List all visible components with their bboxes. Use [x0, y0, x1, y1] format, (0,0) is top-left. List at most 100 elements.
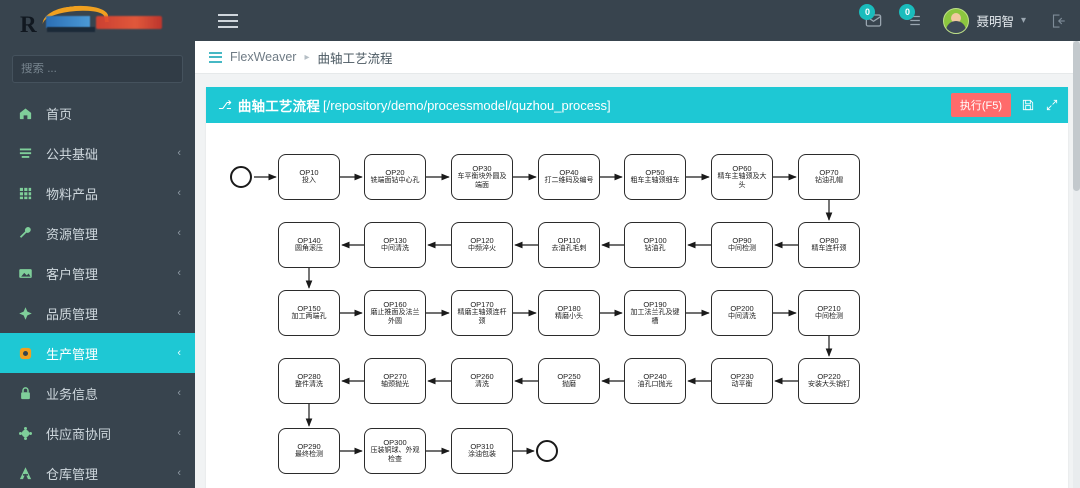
- chevron-left-icon: ‹: [177, 147, 181, 159]
- flow-node-label: 投入: [302, 177, 316, 185]
- sidebar-item-2[interactable]: 物料产品 ‹: [0, 173, 195, 213]
- panel-path: [/repository/demo/processmodel/quzhou_pr…: [323, 97, 611, 113]
- flow-node-id: OP100: [643, 236, 667, 246]
- chevron-left-icon: ‹: [177, 387, 181, 399]
- burger-bar: [209, 51, 222, 54]
- flow-node-label: 圆角滚压: [295, 245, 323, 253]
- flow-connectors: [254, 173, 833, 455]
- sidebar-toggle-button[interactable]: [205, 0, 251, 41]
- sidebar-item-7[interactable]: 业务信息 ‹: [0, 373, 195, 413]
- flow-node-label: 动平衡: [731, 381, 753, 389]
- sidebar-item-label: 业务信息: [46, 386, 99, 402]
- flow-node-label: 打二维码及编号: [544, 177, 594, 185]
- sidebar-item-0[interactable]: 首页: [0, 93, 195, 133]
- execute-button[interactable]: 执行(F5): [950, 93, 1011, 117]
- logout-button[interactable]: [1036, 0, 1080, 41]
- flow-node-id: OP200: [730, 304, 754, 314]
- sidebar-item-9[interactable]: 仓库管理‹: [0, 453, 195, 488]
- flow-node-id: OP20: [385, 168, 405, 178]
- expand-glyph: [1046, 99, 1058, 111]
- messages-badge: 0: [859, 4, 876, 20]
- flow-node-id: OP30: [472, 163, 492, 173]
- gear-icon: [18, 426, 42, 441]
- chevron-left-icon: ‹: [177, 187, 181, 199]
- messages-button[interactable]: 0: [853, 0, 893, 41]
- grid-icon: [18, 186, 42, 201]
- flow-node-id: OP40: [559, 168, 579, 178]
- sidebar-item-3[interactable]: 资源管理‹: [0, 213, 195, 253]
- sidebar-item-6[interactable]: 生产管理‹: [0, 333, 195, 373]
- sidebar-item-label: 物料产品: [46, 186, 99, 202]
- flow-start-node[interactable]: [230, 166, 252, 188]
- logo-image: R: [14, 1, 174, 38]
- vertical-scrollbar[interactable]: [1073, 41, 1080, 488]
- flow-node-label: 铣端面钻中心孔: [370, 177, 420, 185]
- flow-node-id: OP270: [383, 372, 407, 382]
- flow-node-label: 去油孔毛刺: [551, 245, 587, 253]
- flow-node-label: 精车连杆颈: [811, 245, 847, 253]
- expand-icon[interactable]: [1045, 98, 1059, 112]
- flow-node-id: OP250: [557, 372, 581, 382]
- flow-node-label: 精磨主轴颈连杆颈: [457, 309, 507, 325]
- brand-logo[interactable]: R: [0, 0, 195, 41]
- save-icon[interactable]: [1021, 98, 1035, 112]
- sidebar-item-5[interactable]: 品质管理‹: [0, 293, 195, 333]
- flow-node-label: 精车主轴颈及大头: [717, 173, 767, 189]
- breadcrumb-root[interactable]: FlexWeaver: [230, 50, 297, 64]
- flow-end-node[interactable]: [536, 440, 558, 462]
- flow-node-label: 中间检测: [728, 245, 756, 253]
- external-link-icon[interactable]: ⎇: [218, 98, 232, 112]
- user-name: 聂明智: [976, 15, 1014, 29]
- search-box[interactable]: [12, 55, 183, 83]
- flow-node-label: 加工法兰孔及键槽: [630, 309, 680, 325]
- tasks-button[interactable]: 0: [893, 0, 933, 41]
- scrollbar-thumb[interactable]: [1073, 41, 1080, 191]
- sidebar-item-8[interactable]: 供应商协同‹: [0, 413, 195, 453]
- avatar: [943, 7, 970, 34]
- flow-node-label: 轴颈抛光: [381, 381, 409, 389]
- flow-node-id: OP170: [470, 299, 494, 309]
- user-menu[interactable]: 聂明智 ▾: [933, 7, 1036, 34]
- flow-node-id: OP240: [643, 372, 667, 382]
- sidebar-item-4[interactable]: 客户管理‹: [0, 253, 195, 293]
- search-input[interactable]: [21, 63, 175, 75]
- sidebar-item-1[interactable]: 公共基础‹: [0, 133, 195, 173]
- panel-title: 曲轴工艺流程: [237, 99, 321, 114]
- sidebar-item-label: 供应商协同: [46, 426, 112, 442]
- flow-node-label: 车平衡块外圆及端面: [457, 173, 507, 189]
- breadcrumb-menu-icon[interactable]: [209, 51, 222, 63]
